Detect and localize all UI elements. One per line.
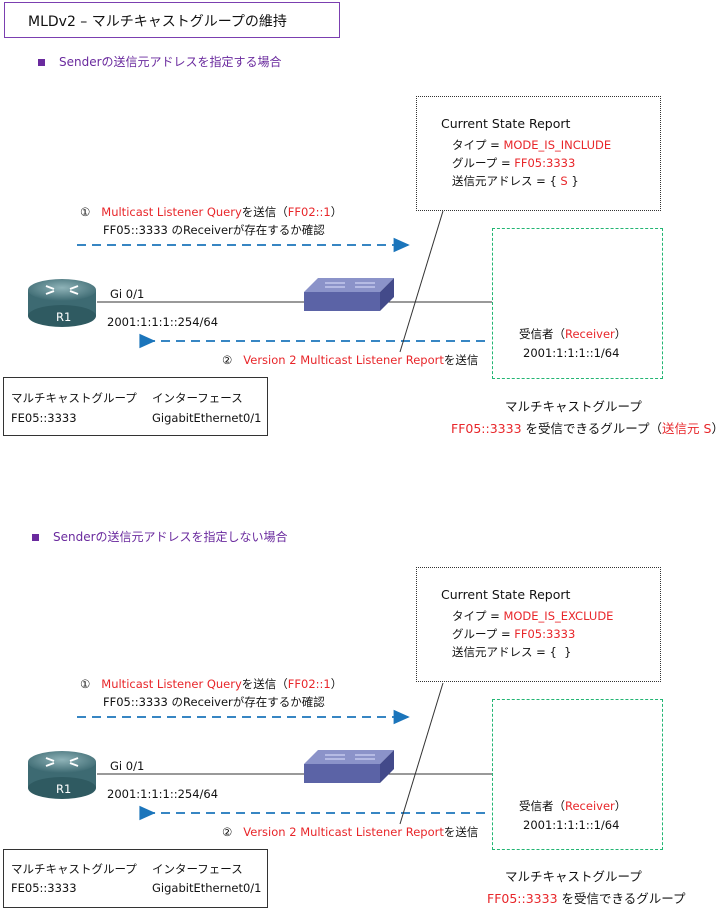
query-message: ① Multicast Listener Queryを送信（FF02::1） (80, 677, 343, 691)
current-state-report-box (416, 96, 661, 211)
table-header-group: マルチキャストグループ (11, 391, 137, 405)
section-heading: Senderの送信元アドレスを指定しない場合 (32, 528, 288, 545)
interface-label: Gi 0/1 (110, 287, 145, 301)
switch-icon (304, 750, 394, 783)
title-box (4, 2, 340, 38)
router-address: 2001:1:1:1::254/64 (107, 787, 219, 801)
bullet-square-icon (38, 59, 45, 66)
receiver-address: 2001:1:1:1::1/64 (523, 346, 620, 360)
switch-icon (304, 278, 394, 311)
bullet-square-icon (32, 534, 39, 541)
receiver-address: 2001:1:1:1::1/64 (523, 818, 620, 832)
report-message: ② Version 2 Multicast Listener Reportを送信 (222, 825, 479, 839)
query-description: FF05::3333 のReceiverが存在するか確認 (103, 695, 325, 709)
group-table (3, 377, 268, 436)
report-title: Current State Report (441, 587, 571, 602)
receiver-label: 受信者（Receiver） (519, 327, 627, 341)
group-caption: マルチキャストグループ (505, 869, 642, 884)
section-heading: Senderの送信元アドレスを指定する場合 (38, 53, 282, 70)
current-state-report-box (416, 567, 661, 682)
table-cell-group: FE05::3333 (11, 881, 77, 895)
section-heading-text: Senderの送信元アドレスを指定しない場合 (53, 530, 288, 544)
router-icon (28, 279, 96, 327)
group-description: FF05::3333 を受信できるグループ (487, 891, 686, 906)
table-cell-interface: GigabitEthernet0/1 (152, 881, 262, 895)
group-caption: マルチキャストグループ (505, 399, 642, 414)
router-address: 2001:1:1:1::254/64 (107, 315, 219, 329)
interface-label: Gi 0/1 (110, 759, 145, 773)
table-header-interface: インターフェース (152, 862, 243, 876)
section-heading-text: Senderの送信元アドレスを指定する場合 (59, 55, 282, 69)
callout-line (399, 210, 444, 353)
table-header-group: マルチキャストグループ (11, 862, 137, 876)
report-title: Current State Report (441, 116, 571, 131)
router-label: R1 (56, 782, 72, 796)
report-source: 送信元アドレス = { } (452, 645, 572, 659)
query-message: ① Multicast Listener Queryを送信（FF02::1） (80, 205, 343, 219)
report-message: ② Version 2 Multicast Listener Reportを送信 (222, 353, 479, 367)
page-title: MLDv2 – マルチキャストグループの維持 (28, 14, 287, 30)
report-type: タイプ = MODE_IS_EXCLUDE (452, 609, 614, 623)
multicast-group-box (492, 228, 663, 379)
router-icon (28, 751, 96, 799)
router-label: R1 (56, 310, 72, 324)
multicast-group-box (492, 699, 663, 850)
table-cell-group: FE05::3333 (11, 411, 77, 425)
report-source: 送信元アドレス = { S } (452, 174, 579, 188)
table-cell-interface: GigabitEthernet0/1 (152, 411, 262, 425)
group-table (3, 849, 268, 908)
report-group: グループ = FF05:3333 (452, 156, 576, 170)
report-type: タイプ = MODE_IS_INCLUDE (452, 138, 612, 152)
report-group: グループ = FF05:3333 (452, 627, 576, 641)
callout-line (399, 682, 444, 825)
query-description: FF05::3333 のReceiverが存在するか確認 (103, 223, 325, 237)
table-header-interface: インターフェース (152, 391, 243, 405)
group-description: FF05::3333 を受信できるグループ（送信元 S） (451, 421, 724, 436)
receiver-label: 受信者（Receiver） (519, 799, 627, 813)
